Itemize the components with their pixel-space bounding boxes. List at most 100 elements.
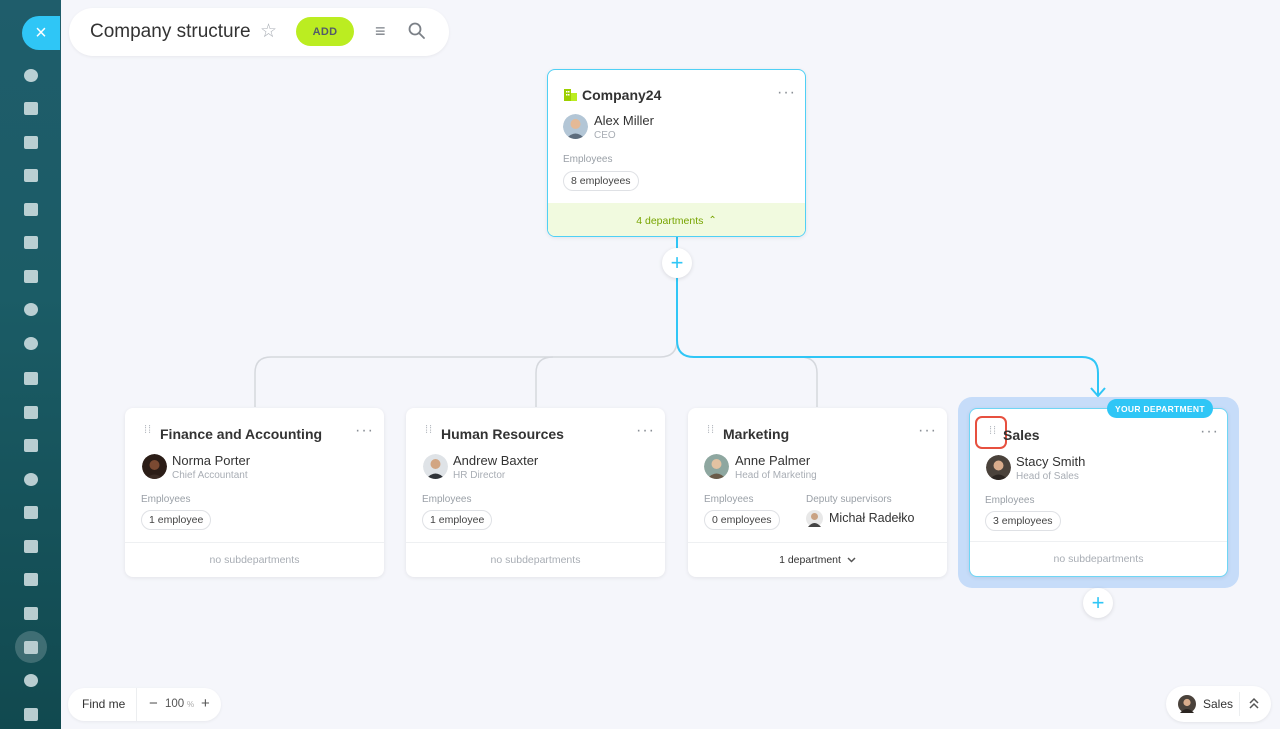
- subdepartments-toggle-label: 1 department: [779, 554, 841, 566]
- sidebar-company-structure-icon[interactable]: [15, 631, 47, 663]
- employees-count[interactable]: 1 employee: [422, 510, 493, 530]
- more-options-icon[interactable]: ···: [918, 422, 937, 439]
- sidebar-tasks-icon[interactable]: [19, 96, 43, 120]
- sidebar-groups-icon[interactable]: [19, 297, 43, 321]
- drag-handle-icon[interactable]: ⁞⁞: [707, 424, 716, 436]
- head-name: Andrew Baxter: [453, 453, 539, 468]
- find-me-button[interactable]: Find me: [82, 697, 126, 711]
- page-header: Company structure ☆ ADD ≡: [69, 8, 449, 56]
- avatar: [423, 454, 448, 479]
- sidebar-checklist-icon[interactable]: [19, 366, 43, 390]
- employees-label: Employees: [985, 495, 1035, 506]
- department-card-finance[interactable]: ⁞⁞ Finance and Accounting ··· Norma Port…: [125, 408, 384, 577]
- head-name: Norma Porter: [172, 453, 251, 468]
- chevron-up-icon: ⌃: [708, 215, 717, 226]
- sidebar-docs-icon[interactable]: [19, 197, 43, 221]
- employees-count[interactable]: 1 employee: [141, 510, 212, 530]
- root-company-card[interactable]: Company24 ··· Alex Miller CEO Employees …: [547, 69, 806, 237]
- avatar: [142, 454, 167, 479]
- drag-handle-icon[interactable]: ⁞⁞: [144, 424, 153, 436]
- sidebar-analytics-icon[interactable]: [19, 601, 43, 625]
- avatar: [1178, 695, 1196, 713]
- avatar: [563, 114, 588, 139]
- close-icon: ×: [35, 21, 47, 44]
- employees-count[interactable]: 8 employees: [563, 171, 639, 191]
- department-name: Marketing: [723, 426, 790, 442]
- sidebar-edit-icon[interactable]: [19, 534, 43, 558]
- department-card-marketing[interactable]: ⁞⁞ Marketing ··· Anne Palmer Head of Mar…: [688, 408, 947, 577]
- employees-count[interactable]: 3 employees: [985, 511, 1061, 531]
- add-department-button[interactable]: +: [662, 248, 692, 278]
- root-company-name: Company24: [582, 87, 662, 103]
- sidebar-calendar-icon[interactable]: [19, 163, 43, 187]
- employees-label: Employees: [563, 154, 613, 165]
- employees-label: Employees: [704, 494, 754, 505]
- current-department-bar[interactable]: Sales: [1166, 686, 1271, 722]
- avatar: [704, 454, 729, 479]
- department-name: Sales: [1003, 427, 1040, 443]
- drag-handle-icon[interactable]: ⁞⁞: [425, 424, 434, 436]
- head-role: CEO: [594, 130, 616, 141]
- sidebar-feed-icon[interactable]: [19, 63, 43, 87]
- employees-count[interactable]: 0 employees: [704, 510, 780, 530]
- menu-icon[interactable]: ≡: [375, 21, 386, 41]
- zoom-unit: %: [187, 700, 195, 709]
- employees-label: Employees: [141, 494, 191, 505]
- search-icon[interactable]: [407, 21, 427, 41]
- subdepartments-toggle[interactable]: 1 department: [688, 542, 947, 577]
- subdepartments-footer: no subdepartments: [970, 541, 1227, 576]
- zoom-out-button[interactable]: −: [149, 695, 158, 712]
- department-card-hr[interactable]: ⁞⁞ Human Resources ··· Andrew Baxter HR …: [406, 408, 665, 577]
- avatar: [986, 455, 1011, 480]
- your-department-badge: YOUR DEPARTMENT: [1107, 399, 1213, 418]
- avatar: [806, 510, 823, 527]
- department-name: Finance and Accounting: [160, 426, 323, 442]
- page-title: Company structure: [90, 21, 251, 42]
- departments-toggle-label: 4 departments: [636, 214, 704, 227]
- sidebar-drive-icon[interactable]: [19, 230, 43, 254]
- current-department-label: Sales: [1203, 697, 1234, 711]
- more-options-icon[interactable]: ···: [355, 422, 374, 439]
- head-role: Chief Accountant: [172, 470, 248, 481]
- building-icon: [564, 89, 577, 101]
- close-button[interactable]: ×: [22, 16, 60, 50]
- more-options-icon[interactable]: ···: [777, 84, 796, 101]
- deputy-label: Deputy supervisors: [806, 494, 892, 505]
- head-role: HR Director: [453, 470, 506, 481]
- subdepartments-footer: no subdepartments: [406, 542, 665, 577]
- sidebar-sign-icon[interactable]: [19, 567, 43, 591]
- sidebar-chat-icon[interactable]: [19, 130, 43, 154]
- departments-toggle[interactable]: 4 departments ⌃: [548, 203, 805, 236]
- head-role: Head of Marketing: [735, 470, 817, 481]
- sidebar-target-icon[interactable]: [19, 467, 43, 491]
- sidebar-bank-icon[interactable]: [19, 433, 43, 457]
- chevron-down-icon: [847, 557, 856, 563]
- head-name: Stacy Smith: [1016, 454, 1086, 469]
- divider: [136, 688, 137, 721]
- more-options-icon[interactable]: ···: [1200, 423, 1219, 440]
- head-name: Alex Miller: [594, 113, 654, 128]
- sidebar-cart-icon[interactable]: [19, 500, 43, 524]
- double-chevron-up-icon[interactable]: [1248, 697, 1260, 710]
- add-button[interactable]: ADD: [296, 17, 354, 46]
- zoom-in-button[interactable]: +: [201, 695, 210, 712]
- sidebar-box-icon[interactable]: [19, 702, 43, 726]
- star-icon[interactable]: ☆: [260, 21, 278, 42]
- zoom-level: 100: [165, 698, 185, 710]
- sidebar-filter-icon[interactable]: [19, 400, 43, 424]
- add-subdepartment-button[interactable]: +: [1083, 588, 1113, 618]
- head-name: Anne Palmer: [735, 453, 811, 468]
- zoom-controls: Find me − 100 % +: [68, 688, 221, 721]
- deputy-name[interactable]: Michał Radełko: [829, 511, 915, 525]
- divider: [1239, 692, 1240, 716]
- department-card-sales[interactable]: YOUR DEPARTMENT ⁞⁞ Sales ··· Stacy Smith…: [969, 399, 1228, 577]
- left-sidebar: ×: [0, 0, 61, 729]
- sidebar-robot-icon[interactable]: [19, 668, 43, 692]
- employees-label: Employees: [422, 494, 472, 505]
- more-options-icon[interactable]: ···: [636, 422, 655, 439]
- sidebar-crm-icon[interactable]: [19, 331, 43, 355]
- drag-handle-highlight: [975, 416, 1007, 449]
- sidebar-mail-icon[interactable]: [19, 264, 43, 288]
- drag-handle-icon[interactable]: ⁞⁞: [989, 425, 998, 437]
